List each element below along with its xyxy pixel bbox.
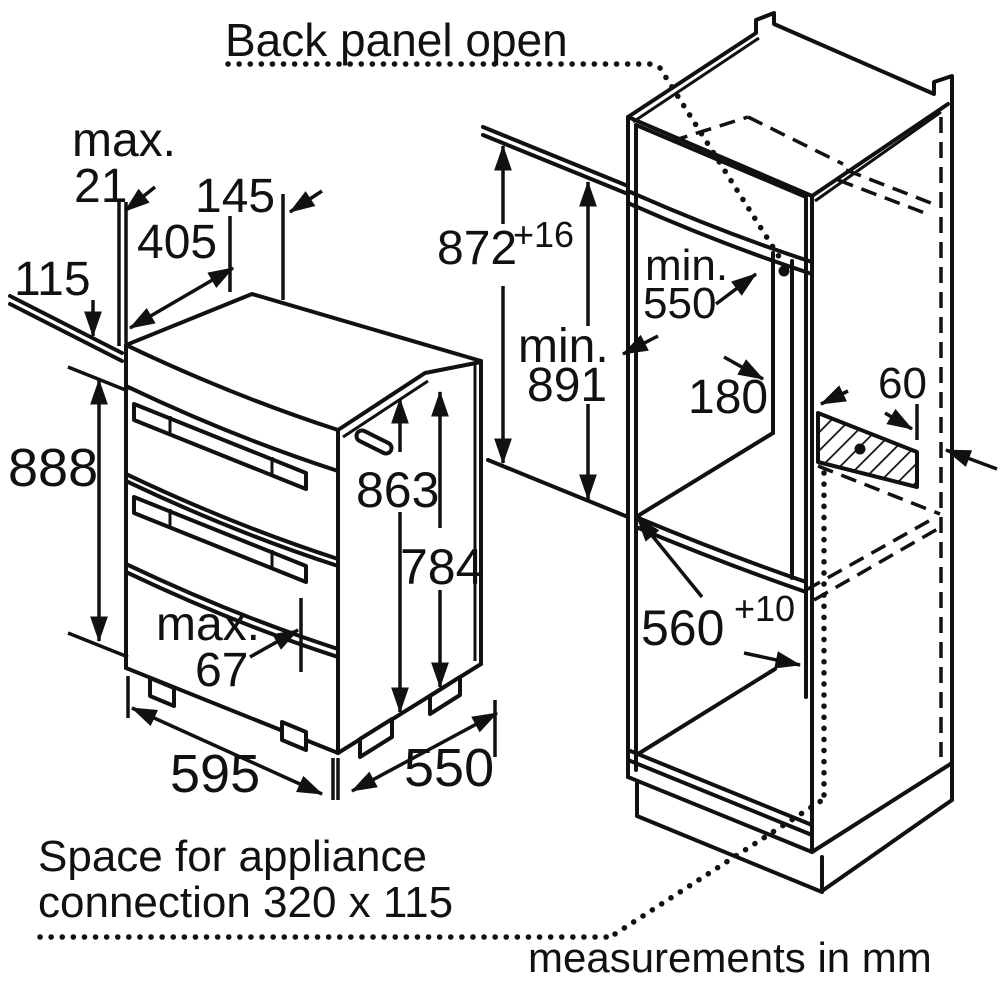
worktop-line-left	[8, 302, 124, 363]
dotted-leaders	[37, 61, 827, 940]
connection-space-dot	[854, 443, 866, 455]
dim-888-value: 888	[8, 438, 98, 498]
back-panel-leader-dot	[778, 265, 790, 277]
dim-leader-min550	[714, 272, 758, 306]
oven-door-gap-line	[124, 472, 340, 561]
units-note: measurements in mm	[528, 934, 932, 981]
oven-door-gap-line	[124, 570, 340, 659]
back-panel-open-label: Back panel open	[225, 14, 568, 66]
back-panel-leader	[657, 65, 786, 266]
oven-top-right-edge-inner	[342, 379, 429, 439]
dim-863-value: 863	[356, 462, 439, 518]
oven-front-top-edge	[124, 343, 340, 432]
dim-550-value: 550	[404, 738, 494, 798]
oven-foot	[358, 717, 394, 759]
cabinet-side-bottom-edge	[810, 761, 954, 854]
cabinet-drawing	[626, 11, 954, 894]
dim-line-550	[350, 711, 499, 793]
cabinet-shelf-back-edge	[634, 431, 775, 519]
oven-top-outline	[124, 292, 483, 363]
dim-max21-label: max.	[72, 114, 176, 167]
oven-control-panel-bottom	[124, 384, 340, 473]
dim-leader-back-edge	[944, 448, 998, 471]
dim-leader-max67	[249, 628, 300, 659]
oven-door-gap-line	[124, 562, 340, 651]
dim-leader-60	[819, 385, 849, 406]
cabinet-top-front-edge	[626, 115, 814, 198]
dim-560-value: 560	[641, 600, 724, 656]
dim-180-value: 180	[688, 371, 768, 424]
dim-872-tolerance: +16	[513, 214, 574, 255]
back-panel-dashed-side	[817, 464, 941, 516]
dim-max67-label: max.	[156, 598, 260, 651]
cabinet-top-rail	[626, 189, 814, 264]
cabinet-bottom-rail	[626, 758, 814, 837]
cabinet-bottom-rail	[626, 748, 814, 827]
dim-leader-560	[743, 651, 802, 669]
worktop-line-left	[8, 294, 124, 355]
cabinet-shelf-front-edge	[634, 525, 808, 594]
dim-leader-560	[635, 515, 704, 599]
dim-leader-max21	[123, 185, 157, 213]
dim-leader-145	[289, 189, 323, 214]
dim-115-value: 115	[14, 253, 91, 306]
back-panel-dashed-top	[671, 115, 844, 166]
oven-foot	[148, 676, 176, 708]
dim-784-value: 784	[400, 539, 483, 595]
labels: Back panel open max. 21 145 405 115 888 …	[8, 14, 932, 981]
cabinet-outline	[626, 11, 954, 802]
dim-min891-value: 891	[527, 359, 607, 412]
oven-foot	[428, 675, 462, 716]
dim-min891-label: min.	[518, 320, 609, 373]
dim-leader-60	[884, 408, 914, 431]
cabinet-plinth	[635, 779, 954, 894]
dim-560-tolerance: +10	[734, 588, 795, 629]
oven-door-gap-line	[124, 479, 340, 568]
oven-lower-door-handle	[132, 495, 308, 584]
dim-leader-180	[723, 355, 765, 381]
dim-min550-value: 550	[643, 279, 716, 328]
oven-upper-door-handle	[132, 402, 308, 491]
tick-line	[126, 676, 335, 800]
oven-foot	[280, 720, 308, 752]
oven-side-grip-hole-inner	[358, 432, 390, 452]
back-panel-dashed-top	[837, 168, 937, 217]
dim-595-value: 595	[170, 744, 260, 804]
dim-max21-value: 21	[74, 160, 127, 213]
cabinet-bottom-back-edge	[636, 667, 777, 756]
oven-top-right-edge	[336, 360, 483, 432]
cabinet-top-right-edge	[810, 102, 950, 198]
oven-dimensions	[67, 185, 499, 800]
floor-line	[486, 458, 630, 519]
dim-60-value: 60	[878, 359, 927, 408]
dim-line-405	[128, 266, 235, 330]
dim-872-value: 872	[437, 222, 517, 275]
dim-min550-label: min.	[645, 241, 728, 290]
connection-space-hatch	[816, 411, 919, 489]
oven-drawing	[124, 292, 483, 759]
dim-145-value: 145	[195, 170, 275, 223]
dim-line-595	[130, 706, 324, 796]
space-note-line1: Space for appliance	[38, 832, 427, 881]
space-note-line2: connection 320 x 115	[38, 878, 453, 927]
cabinet-front-bottom-edge	[626, 775, 814, 854]
cabinet-dimensions	[494, 144, 998, 669]
dim-max67-value: 67	[195, 644, 248, 697]
worktop-line	[481, 125, 630, 188]
extension-line	[117, 200, 128, 346]
dim-405-value: 405	[137, 216, 217, 269]
cabinet-top-rail	[626, 201, 814, 276]
space-note-leader	[612, 466, 827, 937]
cabinet-top-left-edge-inner	[632, 36, 760, 124]
dim-leader-min550	[621, 334, 659, 356]
cabinet-top-right-edge-inner	[814, 110, 942, 203]
